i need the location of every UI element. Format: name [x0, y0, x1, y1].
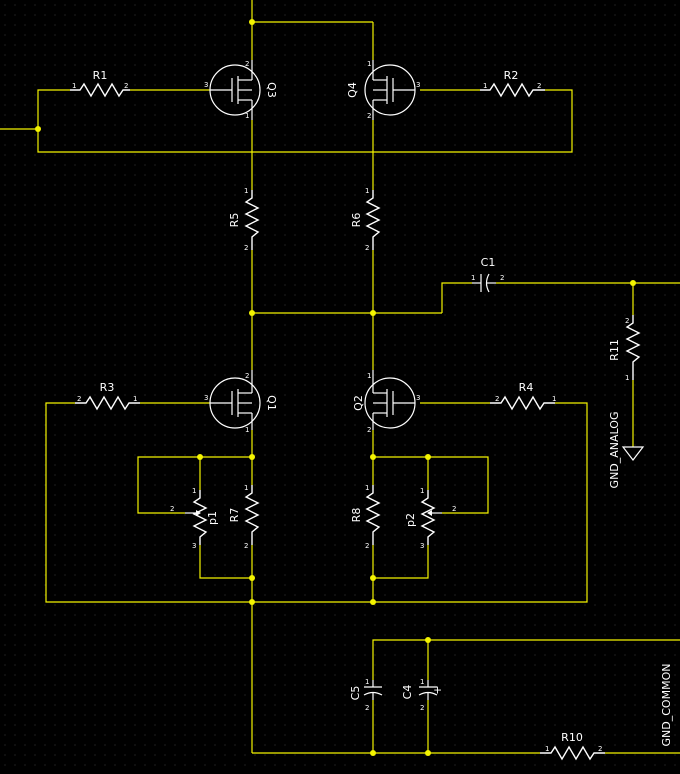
q2-label: Q2: [352, 395, 365, 411]
p2-pin-1: 1: [420, 487, 424, 495]
p2-label: p2: [404, 513, 417, 527]
q2-pin-gate: 3: [416, 394, 420, 402]
ground-analog[interactable]: GND_ANALOG: [608, 412, 645, 489]
resistor-r8[interactable]: R8 1 2: [350, 484, 381, 550]
p2-pin-3: 3: [420, 542, 424, 550]
resistor-r10[interactable]: R10 1 2: [540, 731, 605, 761]
r6-label: R6: [350, 213, 363, 228]
resistor-r11[interactable]: R11 2 1: [608, 315, 641, 382]
q4-pin-gate: 3: [416, 81, 420, 89]
gnd-common-label: GND_COMMON: [660, 664, 673, 747]
q1-label: Q1: [265, 395, 278, 411]
r7-pin-2: 2: [244, 542, 248, 550]
r7-pin-1: 1: [244, 484, 248, 492]
wires[interactable]: [0, 0, 680, 754]
p1-pin-3: 3: [192, 542, 196, 550]
r4-pin-1: 1: [552, 395, 556, 403]
capacitor-c5[interactable]: C5 1 2: [349, 678, 383, 712]
r3-pin-2: 2: [77, 395, 81, 403]
resistor-r7[interactable]: R7 1 2: [228, 484, 260, 550]
q2-pin-source: 2: [367, 426, 371, 434]
r10-pin-1: 1: [545, 745, 549, 753]
gnd-analog-label: GND_ANALOG: [608, 412, 621, 489]
r4-pin-2: 2: [495, 395, 499, 403]
q1-pin-source: 1: [245, 426, 249, 434]
q2-pin-drain: 1: [367, 372, 371, 380]
q1-pin-gate: 3: [204, 394, 208, 402]
r8-label: R8: [350, 508, 363, 523]
r6-pin-2: 2: [365, 244, 369, 252]
capacitor-c4[interactable]: C4 + 1 2: [401, 678, 444, 712]
c5-pin-1: 1: [365, 678, 369, 686]
p1-pin-2: 2: [170, 505, 174, 513]
transistor-q4[interactable]: Q4 3 1 2: [346, 60, 420, 120]
r2-pin-2: 2: [537, 82, 541, 90]
q4-pin-source: 2: [367, 112, 371, 120]
r8-pin-1: 1: [365, 484, 369, 492]
resistor-r4[interactable]: R4 2 1: [490, 381, 556, 411]
transistor-q2[interactable]: Q2 3 1 2: [352, 370, 420, 434]
q4-pin-drain: 1: [367, 60, 371, 68]
r8-pin-2: 2: [365, 542, 369, 550]
r5-pin-2: 2: [244, 244, 248, 252]
r11-pin-2: 2: [625, 317, 629, 325]
resistor-r6[interactable]: R6 1 2: [350, 187, 381, 252]
c5-label: C5: [349, 686, 362, 701]
junctions: [35, 19, 636, 756]
c1-pin-2: 2: [500, 274, 504, 282]
potentiometer-p1[interactable]: p1 1 2 3: [170, 487, 219, 550]
q1-pin-drain: 2: [245, 372, 249, 380]
resistor-r2[interactable]: R2 1 2: [480, 69, 545, 98]
c4-pin-1: 1: [420, 678, 424, 686]
potentiometer-p2[interactable]: p2 1 2 3: [404, 487, 456, 550]
r5-label: R5: [228, 213, 241, 228]
resistor-r3[interactable]: R3 2 1: [75, 381, 140, 411]
r3-pin-1: 1: [133, 395, 137, 403]
r1-label: R1: [93, 69, 108, 82]
q3-pin-gate: 3: [204, 81, 208, 89]
r1-pin-1: 1: [72, 82, 76, 90]
c4-label: C4: [401, 685, 414, 700]
resistor-r1[interactable]: R1 1 2: [70, 69, 130, 98]
capacitor-c1[interactable]: C1 1 2: [471, 256, 504, 293]
r7-label: R7: [228, 508, 241, 523]
r5-pin-1: 1: [244, 187, 248, 195]
c4-polarity: +: [431, 685, 444, 694]
r4-label: R4: [519, 381, 534, 394]
r2-pin-1: 1: [483, 82, 487, 90]
resistor-r5[interactable]: R5 1 2: [228, 187, 260, 252]
c4-pin-2: 2: [420, 704, 424, 712]
transistor-q1[interactable]: Q1 3 2 1: [204, 370, 278, 434]
r2-label: R2: [504, 69, 519, 82]
c1-pin-1: 1: [471, 274, 475, 282]
r10-label: R10: [561, 731, 583, 744]
c1-label: C1: [481, 256, 496, 269]
net-label-gnd-common[interactable]: GND_COMMON: [660, 664, 673, 747]
r3-label: R3: [100, 381, 115, 394]
q3-label: Q3: [265, 82, 278, 98]
r1-pin-2: 2: [124, 82, 128, 90]
c5-pin-2: 2: [365, 704, 369, 712]
q4-label: Q4: [346, 82, 359, 98]
r11-label: R11: [608, 339, 621, 361]
transistor-q3[interactable]: Q3 3 2 1: [204, 60, 278, 120]
r10-pin-2: 2: [598, 745, 602, 753]
p1-label: p1: [206, 511, 219, 525]
q3-pin-drain: 2: [245, 60, 249, 68]
p1-pin-1: 1: [192, 487, 196, 495]
p2-pin-2: 2: [452, 505, 456, 513]
r11-pin-1: 1: [625, 374, 629, 382]
q3-pin-source: 1: [245, 112, 249, 120]
r6-pin-1: 1: [365, 187, 369, 195]
